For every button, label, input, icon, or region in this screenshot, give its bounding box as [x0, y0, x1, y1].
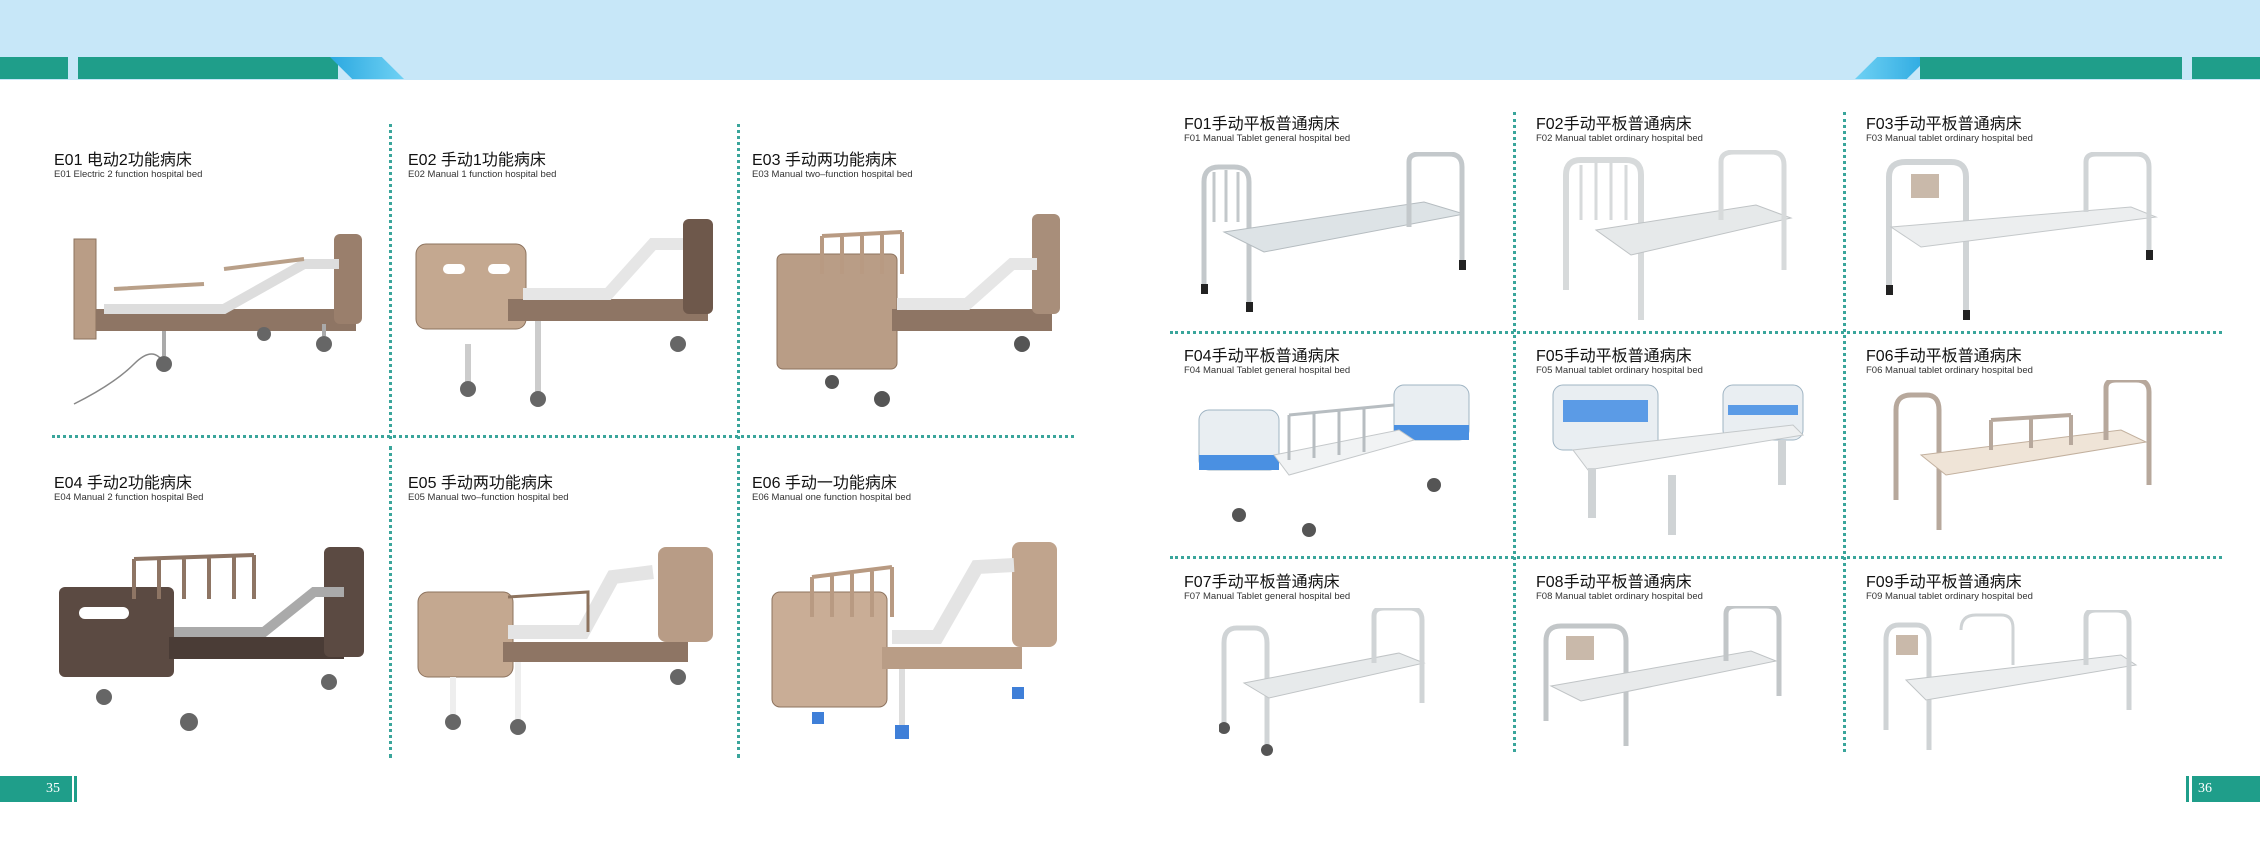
divider-horizontal [1170, 331, 2222, 334]
divider-vertical [1513, 112, 1516, 752]
header-stripe-right-short [2192, 57, 2260, 79]
product-subtitle: E05 Manual two–function hospital bed [408, 492, 569, 503]
product-title: F01手动平板普通病床 [1184, 116, 1340, 133]
product-title: E03 手动两功能病床 [752, 152, 897, 169]
product-subtitle: E04 Manual 2 function hospital Bed [54, 492, 204, 503]
steel-flat-bed-icon [1886, 152, 2158, 320]
divider-horizontal [52, 435, 1074, 438]
product-card-f07: F07手动平板普通病床 F07 Manual Tablet general ho… [1184, 568, 1504, 768]
page-number-right: 36 [2192, 776, 2260, 802]
product-card-f02: F02手动平板普通病床 F02 Manual tablet ordinary h… [1536, 110, 1836, 322]
header-stripe-right-long [1920, 57, 2182, 79]
product-card-e01: E01 电动2功能病床 E01 Electric 2 function hosp… [54, 146, 374, 406]
product-card-f09: F09手动平板普通病床 F09 Manual tablet ordinary h… [1866, 568, 2186, 768]
divider-vertical [389, 446, 392, 758]
header-stripe-right-chevron [1855, 57, 1929, 79]
page-number-left-bar [74, 776, 77, 802]
product-subtitle: E03 Manual two–function hospital bed [752, 169, 913, 180]
divider-vertical [389, 124, 392, 439]
product-subtitle: F02 Manual tablet ordinary hospital bed [1536, 133, 1703, 144]
page-number-left: 35 [0, 776, 72, 802]
product-subtitle: F01 Manual Tablet general hospital bed [1184, 133, 1351, 144]
header-stripe-left-chevron [330, 57, 404, 79]
product-subtitle: F05 Manual tablet ordinary hospital bed [1536, 365, 1703, 376]
product-title: E05 手动两功能病床 [408, 475, 553, 492]
steel-flat-bed-icon [1883, 610, 2138, 750]
product-title: E04 手动2功能病床 [54, 475, 192, 492]
product-title: E01 电动2功能病床 [54, 152, 192, 169]
product-title: F05手动平板普通病床 [1536, 348, 1692, 365]
product-card-f05: F05手动平板普通病床 F05 Manual tablet ordinary h… [1536, 342, 1836, 547]
product-title: F06手动平板普通病床 [1866, 348, 2022, 365]
page-number-text: 35 [46, 781, 60, 796]
divider-vertical [737, 446, 740, 758]
product-card-e05: E05 手动两功能病床 E05 Manual two–function hosp… [408, 469, 728, 739]
product-card-e04: E04 手动2功能病床 E04 Manual 2 function hospit… [54, 469, 374, 739]
divider-horizontal [1170, 556, 2222, 559]
steel-flat-bed-icon [1219, 608, 1426, 756]
wooden-bed-icon [73, 234, 362, 405]
product-card-f03: F03手动平板普通病床 F03 Manual tablet ordinary h… [1866, 110, 2186, 322]
header-stripe-left-long [78, 57, 338, 79]
divider-vertical [1843, 112, 1846, 752]
product-subtitle: F04 Manual Tablet general hospital bed [1184, 365, 1351, 376]
product-subtitle: F03 Manual tablet ordinary hospital bed [1866, 133, 2033, 144]
product-subtitle: E01 Electric 2 function hospital bed [54, 169, 203, 180]
wooden-bed-icon [771, 542, 1057, 739]
product-subtitle: F09 Manual tablet ordinary hospital bed [1866, 591, 2033, 602]
product-card-f06: F06手动平板普通病床 F06 Manual tablet ordinary h… [1866, 342, 2186, 547]
wooden-bed-icon [59, 547, 364, 731]
product-card-e03: E03 手动两功能病床 E03 Manual two–function hosp… [752, 146, 1072, 407]
product-title: F08手动平板普通病床 [1536, 574, 1692, 591]
product-card-f01: F01手动平板普通病床 F01 Manual Tablet general ho… [1184, 110, 1504, 322]
product-card-f04: F04手动平板普通病床 F04 Manual Tablet general ho… [1184, 342, 1504, 547]
product-title: F04手动平板普通病床 [1184, 348, 1340, 365]
product-title: F07手动平板普通病床 [1184, 574, 1340, 591]
product-subtitle: E02 Manual 1 function hospital bed [408, 169, 557, 180]
product-subtitle: F07 Manual Tablet general hospital bed [1184, 591, 1351, 602]
product-card-f08: F08手动平板普通病床 F08 Manual tablet ordinary h… [1536, 568, 1836, 768]
product-title: E02 手动1功能病床 [408, 152, 546, 169]
product-subtitle: F08 Manual tablet ordinary hospital bed [1536, 591, 1703, 602]
wooden-bed-icon [776, 214, 1060, 407]
product-card-e06: E06 手动一功能病床 E06 Manual one function hosp… [752, 469, 1072, 739]
product-subtitle: E06 Manual one function hospital bed [752, 492, 911, 503]
steel-flat-bed-icon [1552, 384, 1805, 535]
product-title: E06 手动一功能病床 [752, 475, 897, 492]
product-card-e02: E02 手动1功能病床 E02 Manual 1 function hospit… [408, 146, 728, 407]
product-title: F02手动平板普通病床 [1536, 116, 1692, 133]
steel-flat-bed-icon [1198, 384, 1470, 537]
steel-flat-bed-icon [1893, 380, 2152, 530]
steel-flat-bed-icon [1201, 152, 1466, 312]
steel-flat-bed-icon [1563, 150, 1793, 320]
page-number-text: 36 [2198, 781, 2212, 796]
product-title: F03手动平板普通病床 [1866, 116, 2022, 133]
header-stripe-left-short [0, 57, 68, 79]
page-number-right-bar [2186, 776, 2189, 802]
divider-vertical [737, 124, 740, 439]
wooden-bed-icon [417, 547, 713, 735]
product-subtitle: F06 Manual tablet ordinary hospital bed [1866, 365, 2033, 376]
wooden-bed-icon [415, 219, 713, 407]
product-title: F09手动平板普通病床 [1866, 574, 2022, 591]
steel-flat-bed-icon [1543, 606, 1782, 746]
